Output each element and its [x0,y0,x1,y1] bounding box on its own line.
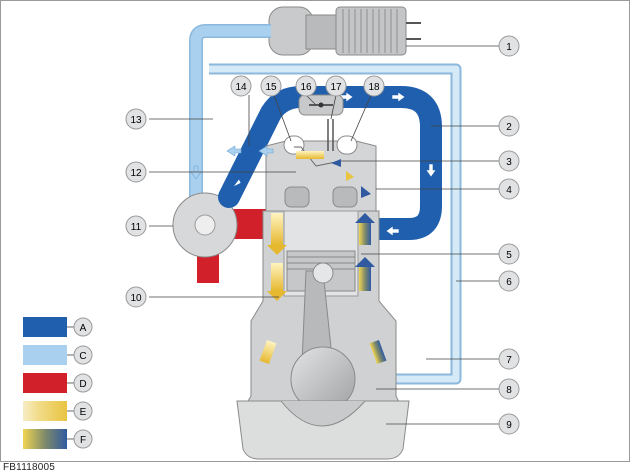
callout-label: 13 [130,115,142,126]
callout-5: 5 [498,243,520,265]
callout-3: 3 [498,150,520,172]
turbocharger [172,192,238,258]
callout-label: 17 [330,82,342,93]
legend: A C D E F [23,317,93,449]
callout-12: 12 [125,161,147,183]
callout-8: 8 [498,378,520,400]
callout-14: 14 [230,75,252,97]
cylinder-head [265,119,377,212]
callout-label: 4 [506,185,512,196]
callout-label: 9 [506,420,512,431]
legend-item-a: A [23,317,93,337]
callout-13: 13 [125,108,147,130]
callout-1: 1 [498,35,520,57]
callout-label: 6 [506,277,512,288]
legend-item-e: E [23,401,93,421]
fresh-air-pipe [189,24,271,221]
callout-2: 2 [498,115,520,137]
legend-key: D [79,379,86,390]
legend-key: E [80,407,87,418]
callout-label: 12 [130,168,142,179]
callout-6: 6 [498,270,520,292]
engine-airflow-diagram: 1 2 3 4 5 6 7 8 9 10 11 12 13 14 15 16 1… [23,6,520,460]
diagram-frame: 1 2 3 4 5 6 7 8 9 10 11 12 13 14 15 16 1… [0,0,630,462]
callout-label: 11 [131,222,142,233]
air-filter [268,6,421,56]
callout-label: 3 [506,157,512,168]
callout-label: 8 [506,385,512,396]
callout-label: 15 [265,82,277,93]
charge-air-flow-arrows [232,91,437,237]
callout-label: 14 [235,82,247,93]
callout-9: 9 [498,413,520,435]
throttle-body [298,94,344,116]
callout-label: 1 [506,42,512,53]
callout-16: 16 [295,75,317,97]
callout-label: 18 [368,82,380,93]
engine-block [244,210,402,412]
oil-sump [236,400,410,460]
legend-item-d: D [23,373,93,393]
callout-11: 11 [125,215,147,237]
callout-label: 2 [506,122,512,133]
leader-lines [149,45,499,425]
callout-7: 7 [498,348,520,370]
blow-by-flow-arrows [259,186,387,365]
figure-code: FB1118005 [3,462,56,473]
legend-key: F [80,435,86,446]
callout-4: 4 [498,178,520,200]
legend-key: A [80,323,87,334]
callout-label: 5 [506,250,512,261]
charge-air-pipe [218,86,442,240]
callout-label: 7 [506,355,512,366]
callout-17: 17 [325,75,347,97]
callout-label: 10 [130,293,142,304]
callout-15: 15 [260,75,282,97]
legend-item-c: C [23,345,93,365]
legend-key: C [79,351,86,362]
crankcase-vent-pipe [209,63,462,385]
callout-18: 18 [363,75,385,97]
callout-label: 16 [300,82,312,93]
legend-item-f: F [23,429,93,449]
callout-10: 10 [125,286,147,308]
